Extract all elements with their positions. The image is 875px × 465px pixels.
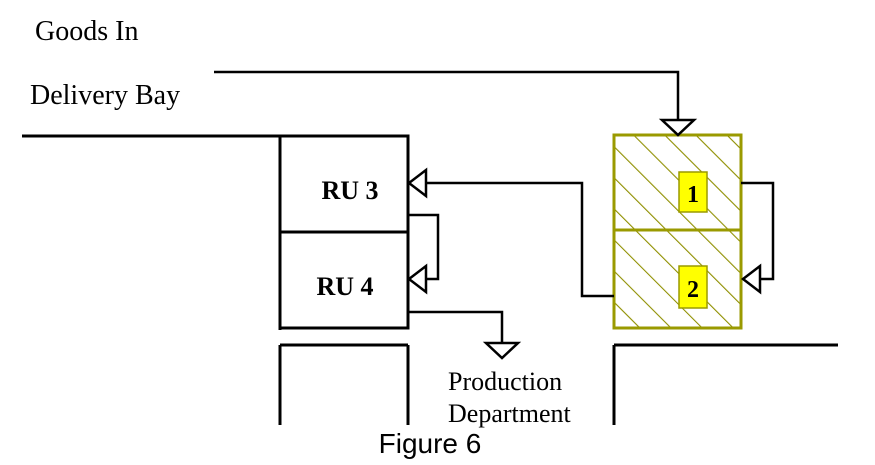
arrow-down-to-production-icon	[482, 341, 522, 360]
production-label-line1: Production	[448, 367, 562, 396]
figure-caption: Figure 6	[379, 428, 482, 459]
goods-in-label: Goods In	[35, 16, 138, 47]
flow-lines	[214, 70, 775, 343]
cell-2-number: 2	[687, 277, 699, 303]
arrow-down-to-storage-icon	[658, 118, 698, 137]
cell-1-number-bg	[678, 171, 708, 213]
flow-cell1-to-cell2	[741, 181, 775, 281]
ru4-box	[278, 230, 410, 330]
receiving-units	[278, 134, 410, 330]
arrowheads	[406, 118, 762, 360]
production-label-line2: Department	[448, 399, 572, 428]
flow-ru4-to-production	[408, 310, 504, 343]
flow-storage-to-ru3	[426, 181, 614, 298]
ru3-label: RU 3	[321, 176, 378, 205]
storage-cell-1	[612, 133, 743, 232]
flow-delivery-to-storage	[214, 70, 680, 120]
flow-ru3-to-ru4	[408, 213, 440, 281]
delivery-bay-label: Delivery Bay	[30, 80, 180, 111]
storage-block	[612, 133, 743, 330]
storage-cell-2	[612, 228, 743, 330]
ru4-label: RU 4	[316, 272, 373, 301]
arrow-left-to-ru4-icon	[406, 263, 428, 295]
arrow-left-to-cell2-icon	[740, 263, 762, 295]
arrow-left-to-ru3-icon	[406, 167, 428, 199]
cell-1-number: 1	[687, 182, 699, 208]
cell-2-number-bg	[678, 265, 708, 309]
